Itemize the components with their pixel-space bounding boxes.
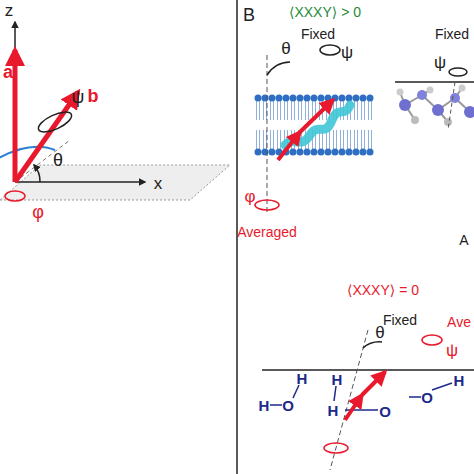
axis-label: x — [154, 175, 163, 192]
fixed-label: Fixed — [301, 27, 335, 41]
averaged-label: Averaged — [237, 225, 297, 239]
condition-label: ⟨XXXY⟩ = 0 — [347, 283, 419, 297]
molecule — [397, 82, 474, 130]
angle-label: ψ — [434, 54, 446, 71]
angle-label: ψ — [341, 44, 353, 61]
surface — [395, 81, 474, 83]
phi-rotation — [324, 443, 348, 453]
normal — [267, 55, 268, 215]
psi-rotation — [449, 68, 467, 76]
atom-label: H — [259, 398, 270, 413]
condition-label: ⟨XXXY⟩ > 0 — [289, 5, 361, 19]
blue-line — [0, 147, 55, 160]
panel-label: B — [243, 6, 255, 24]
fixed-label: Fixed — [435, 27, 469, 41]
plane — [0, 165, 230, 200]
vector-a — [278, 132, 300, 160]
atom-label: O — [379, 404, 391, 419]
angle-label: φ — [244, 188, 255, 205]
angle-label: θ — [375, 324, 384, 341]
angle-label: φ — [32, 203, 44, 221]
theta-arc — [34, 165, 40, 182]
vector-a — [13, 50, 18, 182]
vector-b — [15, 92, 78, 182]
angle-label: θ — [53, 151, 63, 169]
axis-label: z — [5, 2, 14, 19]
atom-label: H — [328, 403, 339, 418]
atom-label: H — [454, 373, 465, 388]
theta-arc — [267, 62, 290, 75]
averaged-label: Ave — [447, 315, 471, 329]
phi-rotation — [5, 191, 25, 201]
vector-a — [345, 395, 362, 420]
x-axis — [15, 181, 145, 183]
fixed-label: Fixed — [383, 313, 417, 327]
z-axis — [14, 22, 16, 182]
membrane — [255, 95, 374, 156]
vector-b — [300, 100, 333, 132]
averaged-label: A — [459, 233, 468, 247]
normal — [330, 330, 368, 470]
atom-label: O — [421, 390, 433, 405]
vector-label: a — [3, 63, 13, 81]
psi-rotation — [320, 45, 340, 55]
atom-label: H — [332, 372, 343, 387]
vector-b — [362, 372, 385, 395]
angle-label: ψ — [446, 342, 458, 359]
surface — [262, 369, 474, 371]
theta-arc — [363, 342, 382, 348]
vector-label: b — [88, 87, 99, 105]
psi-rotation — [36, 108, 75, 136]
angle-label: ψ — [72, 88, 85, 106]
psi-rotation — [422, 335, 442, 345]
atom-label: H — [297, 371, 308, 386]
angle-label: θ — [281, 40, 290, 57]
atom-label: O — [282, 398, 294, 413]
phi-rotation — [255, 200, 279, 210]
